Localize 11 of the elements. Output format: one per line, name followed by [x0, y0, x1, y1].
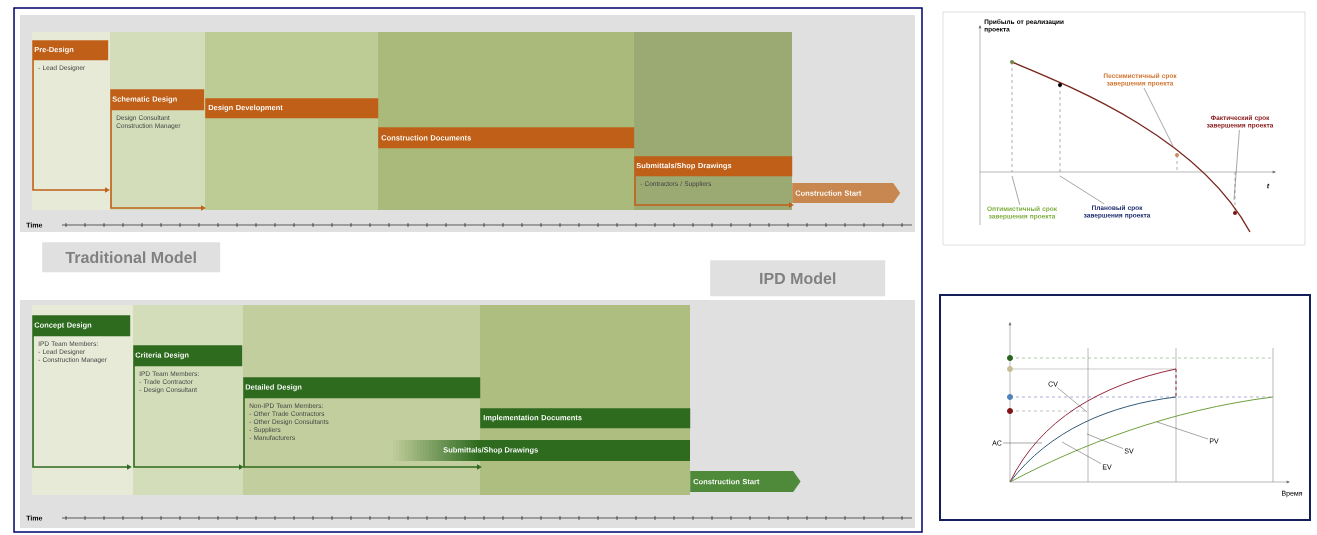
model-tab: IPD Model: [710, 260, 886, 297]
model-tab: Traditional Model: [42, 242, 221, 273]
leader-line: [1143, 87, 1174, 147]
leader-line: [1057, 387, 1088, 413]
leader-line: [1061, 441, 1102, 464]
leader-line: [1002, 442, 1043, 444]
leader-line: [1233, 129, 1240, 201]
leader-line: [1059, 175, 1105, 205]
leader-line: [1156, 421, 1209, 440]
leader-line: [1011, 175, 1021, 206]
leader-line: [1086, 433, 1124, 449]
